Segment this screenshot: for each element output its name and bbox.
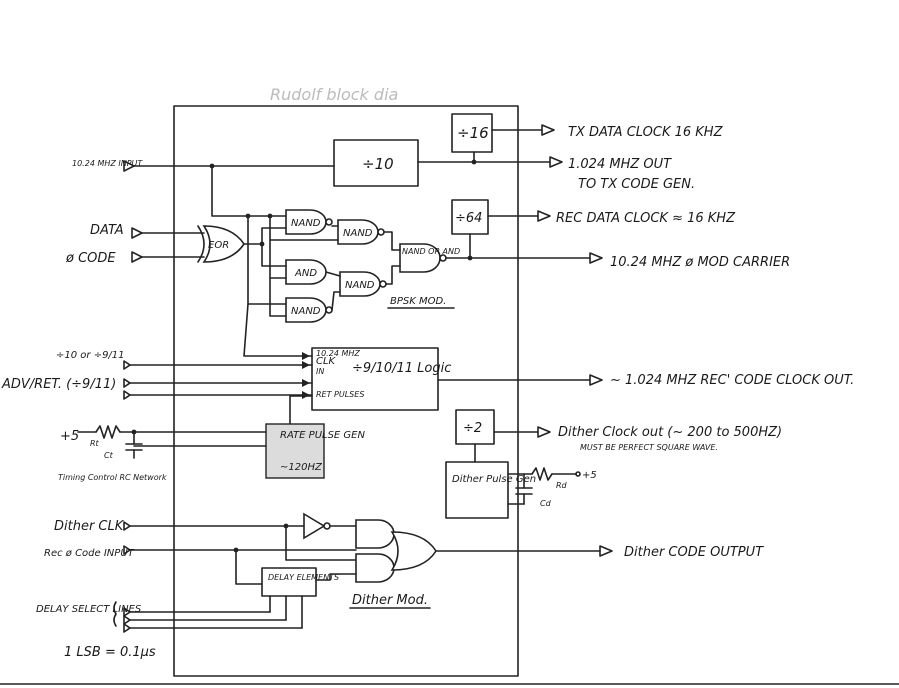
delay-elements-block — [261, 567, 317, 597]
div10-label: ÷10 — [362, 155, 394, 173]
ct-label: Ct — [104, 451, 114, 460]
delay-label: DELAY ELEMENTS — [268, 573, 339, 582]
inverter-gate — [303, 512, 326, 540]
div16-label: ÷16 — [457, 124, 489, 142]
delay-select-label: DELAY SELECT LINES — [36, 604, 142, 615]
carrier-arrow — [589, 252, 603, 264]
logic-clk-label: CLK — [316, 356, 337, 367]
xor-label: EOR — [208, 240, 229, 251]
div-select-input-arrow — [123, 360, 131, 370]
dither-pulse-gen-block — [445, 461, 509, 519]
rate-pulse-label: RATE PULSE GEN — [280, 430, 366, 441]
bpsk-modulator: NAND NAND AND NAND NAND NAND OR AND — [247, 199, 603, 323]
xor-section: EOR — [131, 165, 287, 263]
lsb-label: 1 LSB = 0.1µs — [64, 645, 156, 660]
rec-code-clock-label: ~ 1.024 MHZ REC' CODE CLOCK OUT. — [610, 373, 854, 388]
dither-clk-input-arrow — [123, 521, 131, 531]
rec-code-clock-arrow — [589, 374, 603, 386]
rec-data-clock-arrow — [537, 210, 551, 222]
div-select-label: ÷10 or ÷9/11 — [56, 350, 125, 361]
code-input-label: ø CODE — [65, 251, 116, 266]
code-out-label-1: 1.024 MHZ OUT — [568, 157, 672, 172]
div64-block — [451, 199, 489, 235]
and-gate-1 — [285, 259, 327, 285]
div16-block — [451, 113, 493, 153]
code-input-arrow — [131, 251, 143, 263]
adv-input-arrow — [123, 378, 131, 388]
dither-clock-arrow — [537, 426, 551, 438]
logic-clk-top-label: 10.24 MHZ — [316, 349, 360, 358]
carrier-label: 10.24 MHZ ø MOD CARRIER — [610, 255, 790, 270]
ret-input-arrow — [123, 390, 131, 400]
rd-resistor — [531, 467, 553, 481]
rt-label: Rt — [90, 439, 100, 448]
plus5-label: +5 — [60, 429, 79, 444]
rec-data-clock-label: REC DATA CLOCK ≈ 16 KHZ — [556, 211, 736, 226]
nand-3-label: NAND — [345, 280, 375, 291]
dither-code-arrow — [599, 545, 613, 557]
tx-clock-arrow — [541, 124, 555, 136]
bpsk-label: BPSK MOD. — [390, 296, 446, 307]
plus5-right-label: +5 — [582, 470, 597, 481]
nand-4-label: NAND — [291, 306, 321, 317]
div10-block — [333, 139, 419, 187]
faint-title: Rudolf block dia — [270, 85, 398, 104]
clock-input-section: ÷10 ÷16 — [123, 113, 563, 187]
rate-pulse-gen-block — [265, 423, 325, 479]
rec-code-label: Rec ø Code INPUT — [44, 548, 135, 559]
dither-clock-section: ÷2 Dither Pulse Gen — [445, 409, 581, 519]
code-out-arrow — [549, 156, 563, 168]
and-gate-dither-2 — [355, 553, 395, 583]
dither-clk-label: Dither CLK — [54, 519, 125, 534]
dither-modulator: DELAY ELEMENTS Dither Mod. — [113, 512, 613, 633]
div2-label: ÷2 — [463, 421, 482, 436]
divider-logic-section: 10.24 MHZ CLK IN ÷9/10/11 Logic RET PULS… — [123, 303, 603, 425]
rd-label: Rd — [556, 481, 568, 490]
div64-label: ÷64 — [455, 211, 482, 226]
xor-gate — [202, 225, 245, 263]
rate-freq-label: ~120HZ — [280, 462, 323, 473]
nand-1-label: NAND — [291, 218, 321, 229]
dither-pulse-label: Dither Pulse Gen — [452, 474, 536, 485]
clock-input-arrow — [123, 160, 135, 172]
nand-or-and-label: NAND OR AND — [402, 247, 460, 256]
nand-2-label: NAND — [343, 228, 373, 239]
or-gate-dither — [390, 531, 437, 571]
adv-ret-label: ADV/RET. (÷9/11) — [1, 377, 116, 392]
code-out-label-2: TO TX CODE GEN. — [578, 177, 695, 192]
timing-label: Timing Control RC Network — [58, 473, 167, 482]
logic-ret-label: RET PULSES — [316, 390, 364, 399]
board-outline — [173, 105, 519, 677]
rate-pulse-section: RATE PULSE GEN ~120HZ — [77, 423, 366, 479]
and-1-label: AND — [294, 268, 317, 279]
dither-note-label: MUST BE PERFECT SQUARE WAVE. — [580, 443, 718, 452]
data-input-arrow — [131, 227, 143, 239]
divider-logic-block — [311, 347, 439, 411]
logic-name-label: ÷9/10/11 Logic — [352, 361, 451, 376]
dither-code-label: Dither CODE OUTPUT — [624, 545, 764, 560]
data-input-label: DATA — [90, 223, 124, 238]
and-gate-dither-1 — [355, 519, 395, 549]
dither-mod-label: Dither Mod. — [352, 593, 428, 608]
tx-data-clock-label: TX DATA CLOCK 16 KHZ — [568, 125, 724, 140]
cd-label: Cd — [540, 499, 552, 508]
rt-resistor — [95, 425, 121, 439]
logic-in-label: IN — [316, 367, 324, 376]
rec-code-input-arrow — [123, 545, 131, 555]
dither-clock-label: Dither Clock out (~ 200 to 500HZ) — [558, 425, 782, 440]
clock-input-label: 10.24 MHZ INPUT — [72, 159, 143, 168]
